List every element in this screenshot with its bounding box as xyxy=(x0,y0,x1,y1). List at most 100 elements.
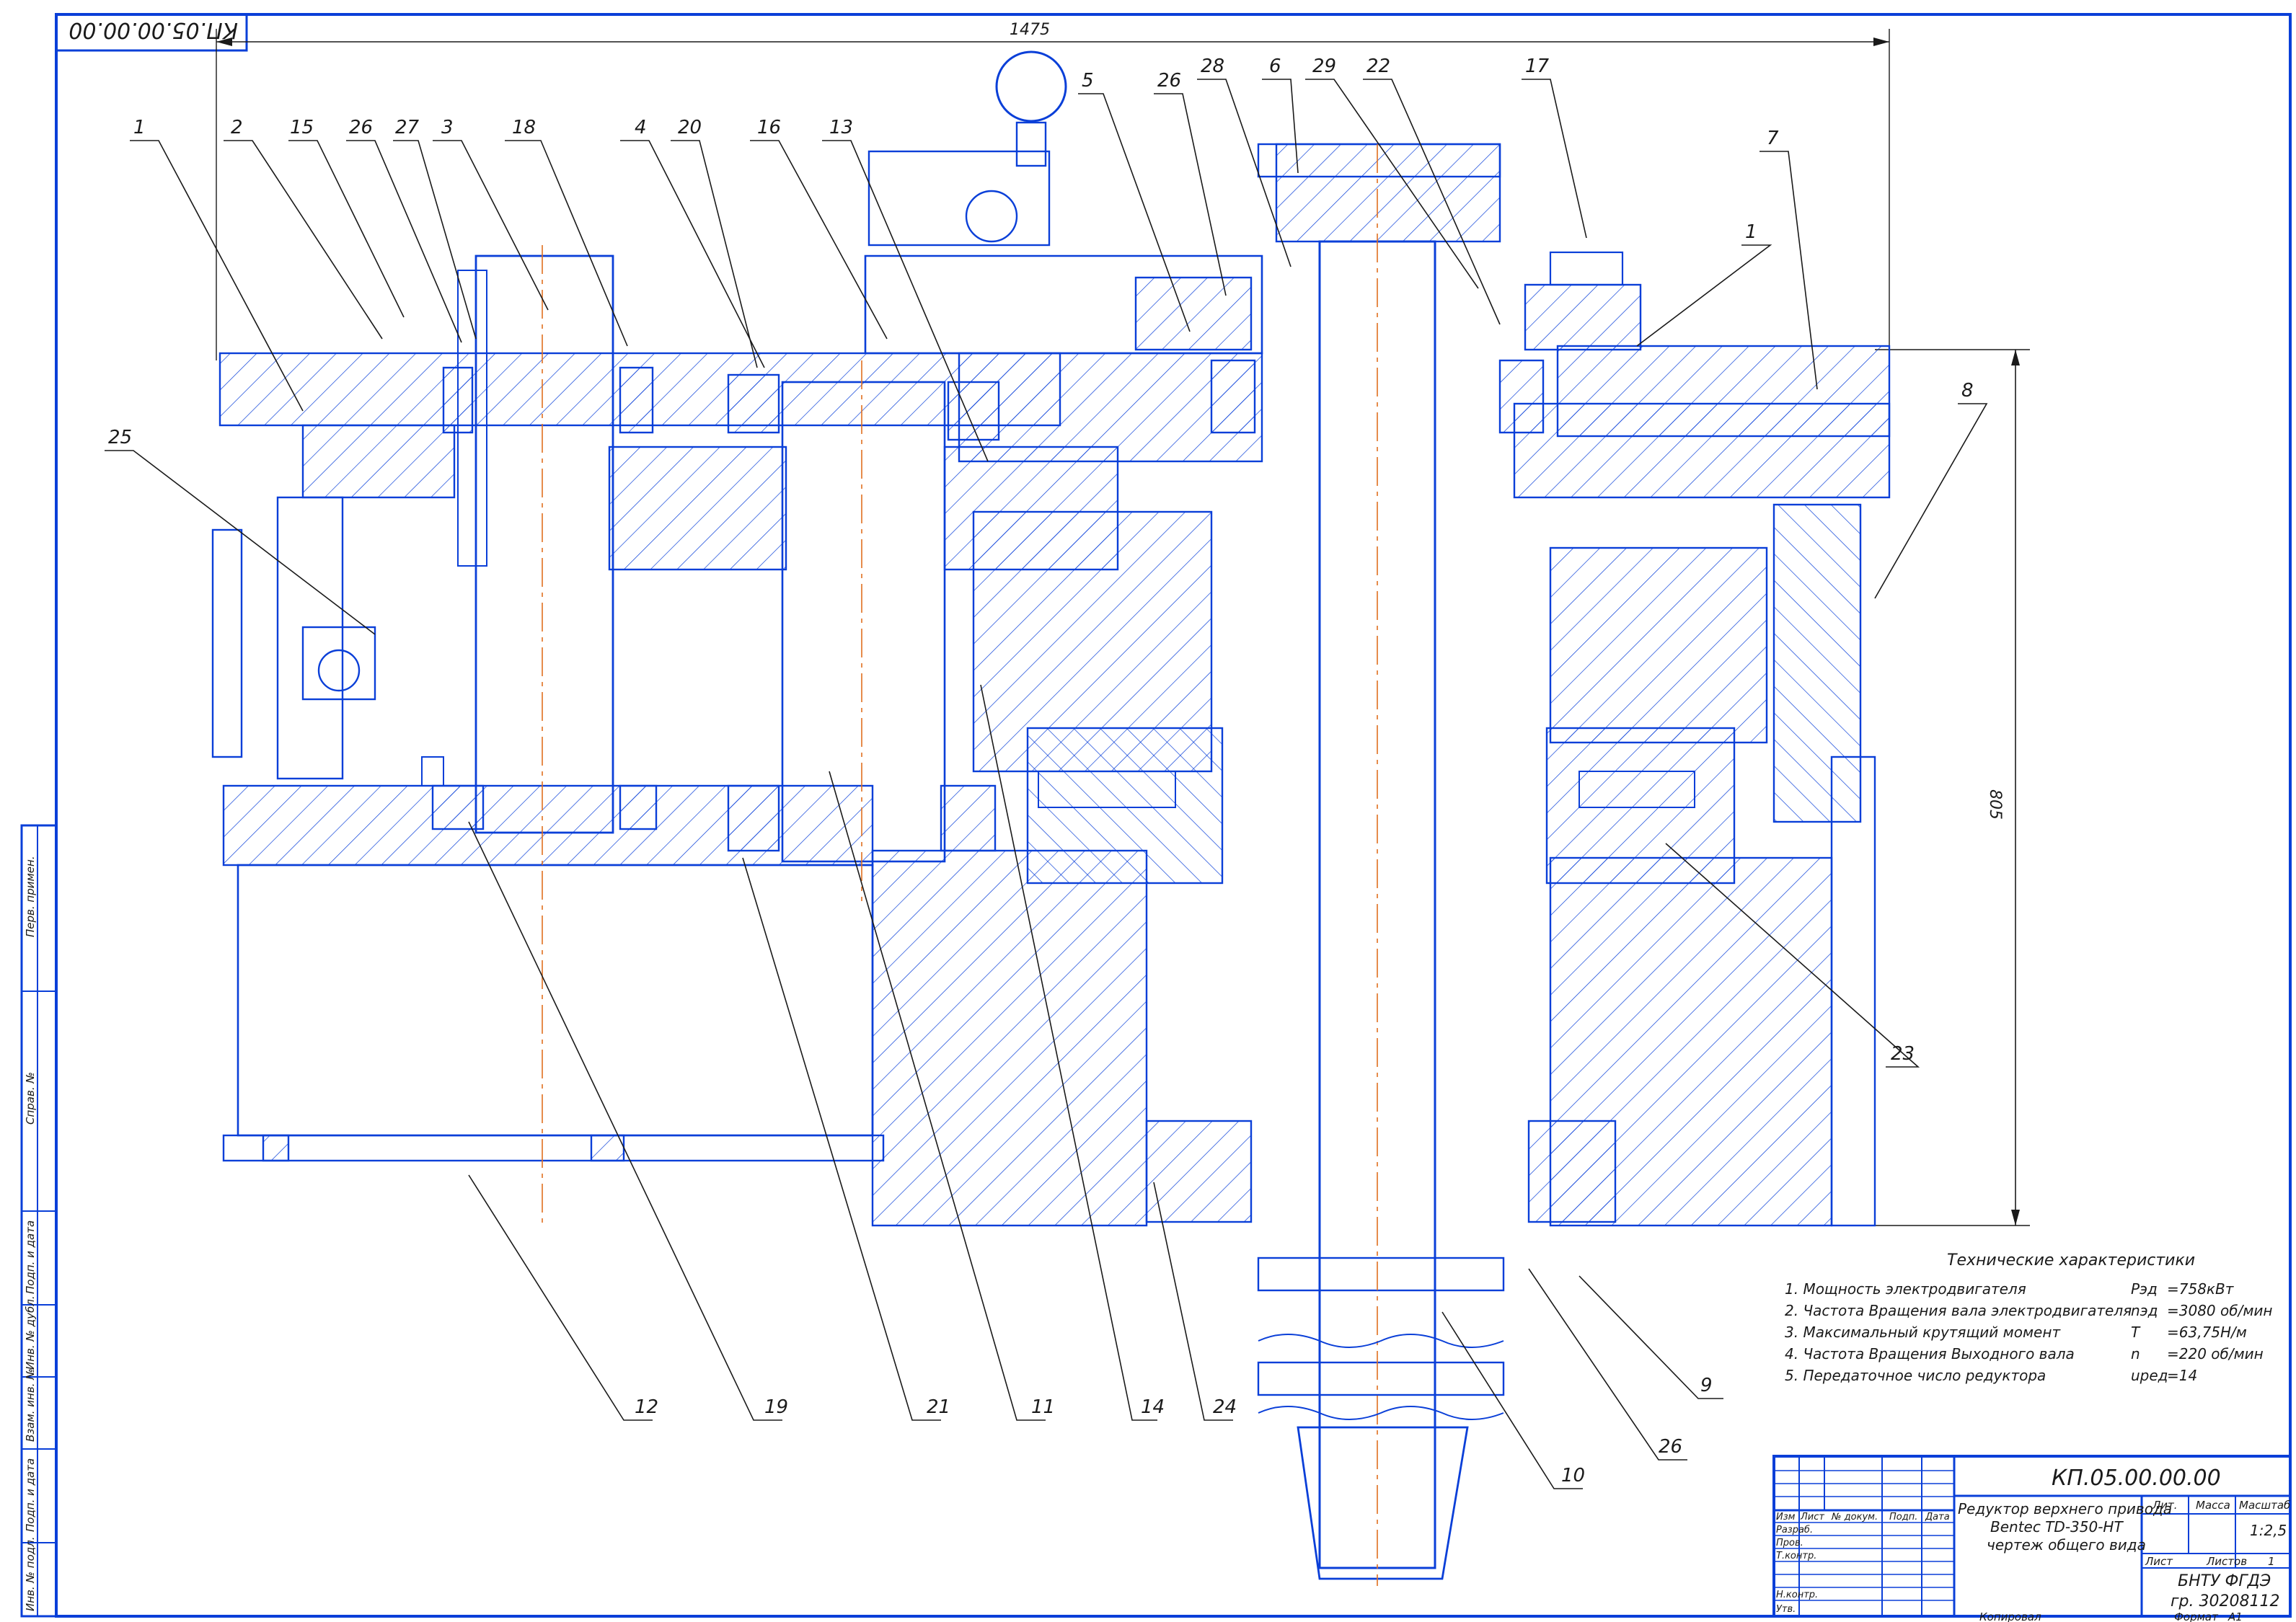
frame-footer: Копировал Формат А1 xyxy=(1979,1610,2243,1622)
format-value: А1 xyxy=(2227,1610,2243,1622)
dimension-overall-width: 1 4 7 5 xyxy=(216,21,1890,360)
spec-value: =14 xyxy=(2167,1367,2197,1384)
leader-label: 25 xyxy=(108,427,132,448)
upper-housing-cover xyxy=(864,251,1642,355)
dim-805: 805 xyxy=(1986,789,2004,820)
spec-name: 1. Мощность электродвигателя xyxy=(1785,1280,2026,1298)
bearings xyxy=(431,359,1695,852)
specs-heading: Технические характеристики xyxy=(1947,1251,2195,1269)
svg-text:Подп. и дата: Подп. и дата xyxy=(24,1220,37,1294)
sheets-label: Листов xyxy=(2206,1555,2247,1568)
leader-label: 9 xyxy=(1700,1375,1713,1396)
leader-label: 20 xyxy=(678,117,702,138)
leader-label: 24 xyxy=(1213,1396,1237,1418)
oil-pump-assembly xyxy=(211,496,444,786)
svg-text:Взам. инв. №: Взам. инв. № xyxy=(24,1368,37,1442)
gear-blocks xyxy=(608,446,1736,1223)
leader-label: 7 xyxy=(1767,128,1779,149)
side-stamp xyxy=(20,824,58,1618)
org-line: гр. 30208112 xyxy=(2171,1592,2280,1610)
leader-label: 10 xyxy=(1561,1465,1585,1486)
spec-name: 3. Максимальный крутящий момент xyxy=(1785,1324,2061,1341)
leader-label: 23 xyxy=(1891,1043,1915,1065)
leader-label: 5 xyxy=(1082,70,1094,92)
mass-label: Масса xyxy=(2196,1499,2230,1512)
side-stamp-labels: Перв. примен. Справ. № Подп. и дата Инв.… xyxy=(24,856,37,1611)
svg-text:Дата: Дата xyxy=(1925,1512,1950,1523)
scale-label: Масштаб xyxy=(2239,1499,2290,1512)
org-line: БНТУ ФГДЭ xyxy=(2178,1572,2271,1590)
svg-text:№ докум.: № докум. xyxy=(1831,1512,1878,1523)
leader-label: 29 xyxy=(1312,56,1336,77)
spec-symbol: Pэд xyxy=(2131,1280,2158,1298)
spec-value: =758кВт xyxy=(2167,1280,2235,1298)
title-line: Редуктор верхнего привода xyxy=(1958,1500,2172,1517)
dim-1475: 1475 xyxy=(1010,21,1050,39)
svg-text:Инв. № подл.: Инв. № подл. xyxy=(24,1537,37,1611)
format-label: Формат xyxy=(2174,1610,2219,1622)
svg-text:Подп.: Подп. xyxy=(1889,1512,1917,1523)
spec-name: 5. Передаточное число редуктора xyxy=(1785,1367,2046,1384)
rotated-stamp-text: КП.05.00.00.00 xyxy=(69,17,238,43)
svg-text:Инв. № дубл.: Инв. № дубл. xyxy=(24,1295,37,1370)
designation: КП.05.00.00.00 xyxy=(2052,1466,2221,1491)
svg-text:Т.контр.: Т.контр. xyxy=(1776,1551,1816,1561)
svg-text:Утв.: Утв. xyxy=(1776,1604,1796,1615)
leader-label: 11 xyxy=(1031,1396,1055,1418)
leader-label: 28 xyxy=(1201,56,1224,77)
title-block-text: КП.05.00.00.00 Редуктор верхнего привода… xyxy=(1776,1466,2290,1615)
spec-symbol: n xyxy=(2131,1345,2140,1362)
svg-text:Перв. примен.: Перв. примен. xyxy=(24,856,37,937)
pressure-gauge xyxy=(867,50,1067,247)
spec-symbol: uред xyxy=(2131,1367,2168,1384)
leader-label: 6 xyxy=(1269,56,1281,77)
leader-label: 17 xyxy=(1525,56,1550,77)
title-block xyxy=(1772,1455,2292,1618)
svg-text:Разраб.: Разраб. xyxy=(1776,1525,1813,1535)
spec-symbol: nэд xyxy=(2131,1302,2158,1319)
leader-label: 26 xyxy=(349,117,373,138)
leader-label: 12 xyxy=(635,1396,658,1418)
leader-label: 26 xyxy=(1157,70,1181,92)
leader-label: 1 xyxy=(1745,221,1757,243)
leader-label: 4 xyxy=(635,117,647,138)
spec-name: 2. Частота Вращения вала электродвигател… xyxy=(1785,1302,2132,1319)
spec-value: =3080 об/мин xyxy=(2167,1302,2272,1319)
scale-value: 1:2,5 xyxy=(2250,1522,2287,1539)
svg-text:Изм: Изм xyxy=(1776,1512,1796,1523)
copied-label: Копировал xyxy=(1979,1610,2041,1622)
lit-label: Лит. xyxy=(2152,1499,2178,1512)
leader-label: 18 xyxy=(512,117,536,138)
svg-text:Лист: Лист xyxy=(1800,1512,1824,1523)
leader-label: 14 xyxy=(1141,1396,1165,1418)
spec-value: =220 об/мин xyxy=(2167,1345,2264,1362)
leader-lines xyxy=(105,79,1988,1489)
sheet-label: Лист xyxy=(2145,1555,2173,1568)
leader-label: 21 xyxy=(927,1396,950,1418)
leader-label: 27 xyxy=(395,117,420,138)
leader-labels: 1 2 15 26 27 3 18 4 20 16 13 5 26 28 6 2… xyxy=(108,56,1974,1486)
leader-label: 19 xyxy=(764,1396,788,1418)
leader-label: 15 xyxy=(290,117,314,138)
title-line: Bentec TD-350-HT xyxy=(1990,1518,2124,1535)
leader-label: 2 xyxy=(231,117,243,138)
svg-text:Н.контр.: Н.контр. xyxy=(1776,1590,1818,1600)
title-line: чертеж общего вида xyxy=(1987,1536,2146,1554)
leader-label: 26 xyxy=(1659,1436,1682,1458)
svg-text:Справ. №: Справ. № xyxy=(24,1072,37,1125)
spec-name: 4. Частота Вращения Выходного вала xyxy=(1785,1345,2075,1362)
svg-text:Пров.: Пров. xyxy=(1776,1538,1803,1548)
leader-label: 3 xyxy=(441,117,454,138)
leader-label: 1 xyxy=(133,117,146,138)
main-output-shaft xyxy=(1257,143,1505,1586)
sheets-count: 1 xyxy=(2268,1555,2275,1568)
technical-specs: Технические характеристики 1. Мощность э… xyxy=(1785,1251,2272,1384)
leader-label: 16 xyxy=(757,117,781,138)
leader-label: 8 xyxy=(1961,380,1974,402)
spec-symbol: T xyxy=(2131,1324,2141,1341)
leader-label: 22 xyxy=(1366,56,1390,77)
sheet-frame xyxy=(55,13,2292,1618)
svg-text:Подп. и дата: Подп. и дата xyxy=(24,1458,37,1532)
spec-value: =63,75Н/м xyxy=(2167,1324,2247,1341)
